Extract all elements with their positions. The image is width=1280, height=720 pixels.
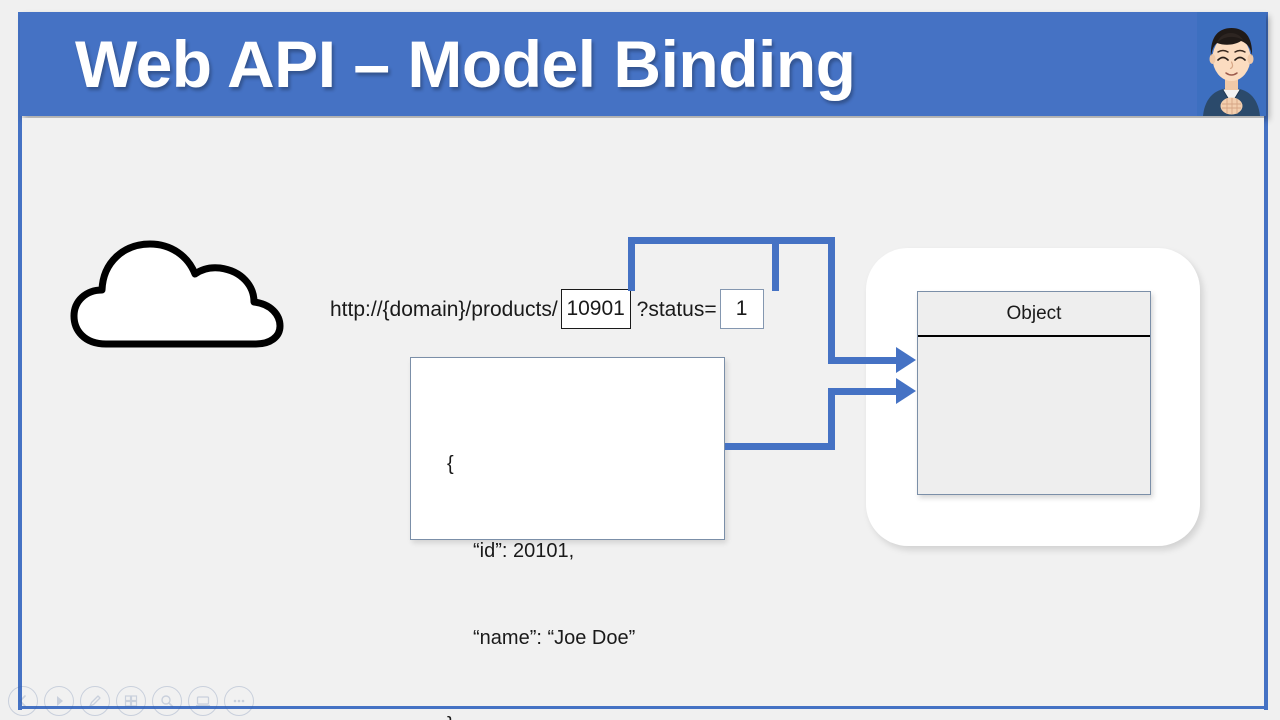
slide-header-band: Web API – Model Binding bbox=[20, 12, 1266, 116]
request-body-text: { “id”: 20101, “name”: “Joe Doe” } bbox=[447, 392, 635, 720]
url-prefix-text: http://{domain}/products/ bbox=[330, 297, 558, 321]
all-slides-icon[interactable] bbox=[116, 686, 146, 716]
presentation-toolbar[interactable] bbox=[8, 686, 254, 716]
route-value-box[interactable]: 10901 bbox=[560, 289, 631, 329]
next-slide-icon[interactable] bbox=[44, 686, 74, 716]
previous-slide-icon[interactable] bbox=[8, 686, 38, 716]
arrow-head-body-to-object bbox=[896, 378, 916, 404]
presenter-avatar bbox=[1197, 12, 1266, 116]
request-body-box: { “id”: 20101, “name”: “Joe Doe” } bbox=[410, 357, 725, 720]
json-line-close: } bbox=[447, 711, 635, 720]
page-title: Web API – Model Binding bbox=[75, 27, 856, 101]
object-box: Object bbox=[917, 291, 1151, 495]
connector-status-vertical bbox=[772, 237, 779, 291]
pen-icon[interactable] bbox=[80, 686, 110, 716]
connector-right-drop bbox=[828, 237, 835, 364]
json-line-id: “id”: 20101, bbox=[473, 540, 575, 562]
object-title: Object bbox=[918, 292, 1150, 337]
cloud-icon bbox=[68, 222, 286, 350]
arrow-head-url-to-object bbox=[896, 347, 916, 373]
connector-top-rail bbox=[628, 237, 835, 244]
zoom-icon[interactable] bbox=[152, 686, 182, 716]
slide-frame-right-border bbox=[1264, 12, 1268, 710]
presentation-view-icon[interactable] bbox=[188, 686, 218, 716]
more-options-icon[interactable] bbox=[224, 686, 254, 716]
slide-frame-left-border bbox=[18, 12, 22, 710]
query-value-box[interactable]: 1 bbox=[719, 289, 764, 329]
slide-frame-bottom-border bbox=[18, 705, 1268, 709]
connector-bottom-arrow-shaft bbox=[828, 388, 898, 395]
connector-body-vertical bbox=[828, 388, 835, 450]
json-line-name: “name”: “Joe Doe” bbox=[473, 627, 636, 649]
query-separator-text: ?status= bbox=[636, 297, 717, 321]
connector-body-horizontal bbox=[725, 443, 835, 450]
connector-route-vertical bbox=[628, 237, 635, 291]
json-line-open: { bbox=[447, 453, 454, 475]
connector-top-arrow-shaft bbox=[828, 357, 898, 364]
request-url-row: http://{domain}/products/ 10901 ?status=… bbox=[330, 289, 764, 329]
